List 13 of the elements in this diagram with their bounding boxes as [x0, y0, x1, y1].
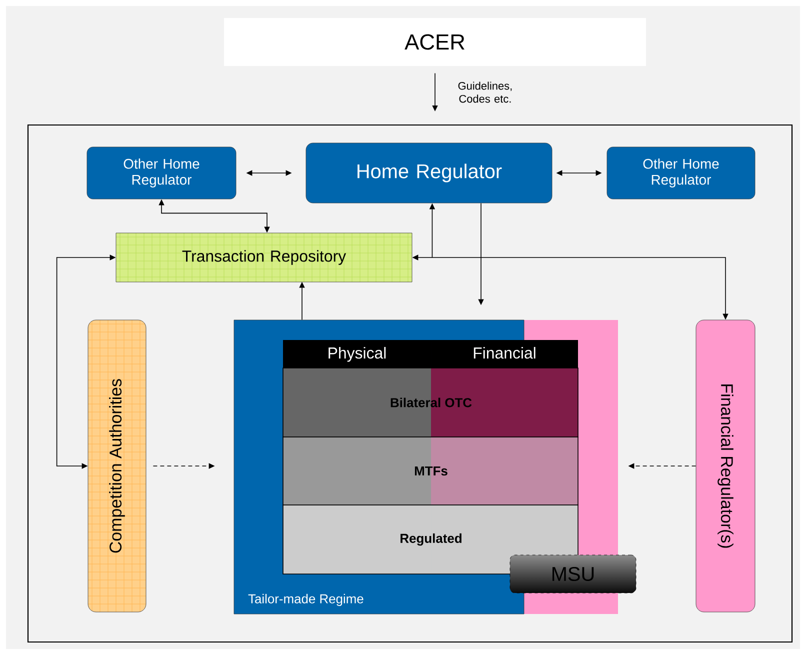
msu-box: MSU: [510, 554, 636, 594]
frame-box: [27, 124, 793, 643]
title-box: ACER: [224, 18, 646, 66]
table-row: MTFs: [282, 436, 578, 506]
repository-box: Transaction Repository: [116, 232, 412, 282]
authority-box: Financial Regulator(s): [696, 320, 756, 612]
regulator-box: Other Home Regulator: [606, 146, 756, 200]
regulator-box: Home Regulator: [306, 142, 552, 204]
edge-label: Guidelines, Codes etc.: [458, 82, 512, 103]
table-header-cell: Financial: [431, 340, 578, 368]
regulator-box: Other Home Regulator: [86, 146, 236, 200]
authority-box: Competition Authorities: [88, 320, 146, 612]
table-header-cell: Physical: [283, 340, 431, 368]
